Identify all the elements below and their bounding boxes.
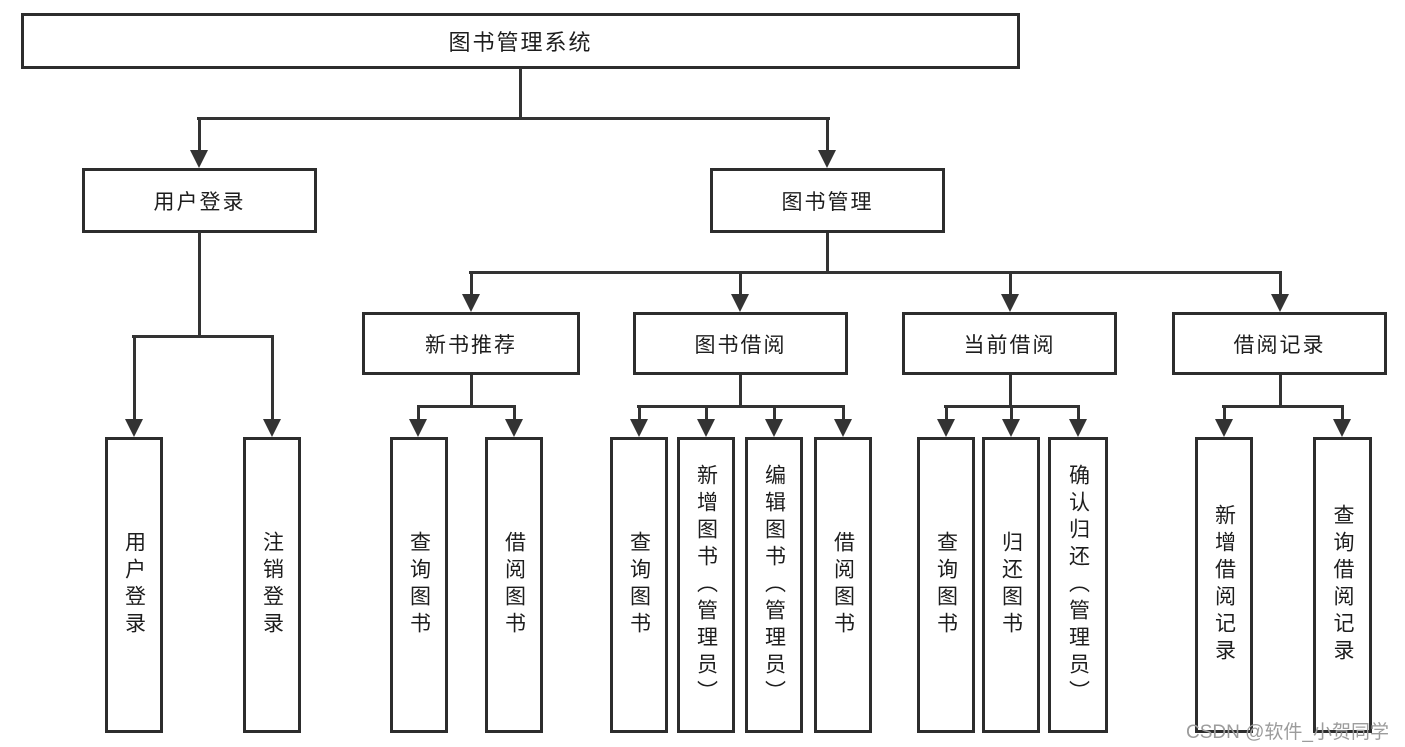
node-new-book-recommend: 新书推荐 (362, 312, 580, 375)
node-label: 查询图书 (627, 531, 651, 639)
node-search-books-current: 查询图书 (917, 437, 975, 733)
arrowhead-down-icon (1002, 419, 1020, 437)
connector-line (470, 271, 473, 297)
arrowhead-down-icon (834, 419, 852, 437)
arrowhead-down-icon (409, 419, 427, 437)
node-search-borrow-record: 查询借阅记录 (1313, 437, 1372, 733)
node-label: 新书推荐 (425, 333, 517, 357)
node-label: 图书管理系统 (448, 30, 593, 55)
node-confirm-return-admin: 确认归还（管理员） (1048, 437, 1108, 733)
node-label: 查询借阅记录 (1331, 504, 1354, 666)
node-return-books: 归还图书 (982, 437, 1040, 733)
node-label: 确认归还（管理员） (1066, 463, 1090, 707)
connector-line (1010, 405, 1013, 421)
arrowhead-down-icon (630, 419, 648, 437)
node-edit-books-admin: 编辑图书（管理员） (745, 437, 803, 733)
connector-line (1222, 405, 1344, 408)
node-add-books-admin: 新增图书（管理员） (677, 437, 735, 733)
arrowhead-down-icon (1333, 419, 1351, 437)
node-label: 图书借阅 (694, 333, 787, 357)
node-label: 借阅图书 (831, 531, 855, 639)
node-label: 新增借阅记录 (1212, 504, 1236, 666)
node-book-management: 图书管理 (710, 168, 945, 233)
arrowhead-down-icon (1215, 419, 1233, 437)
arrowhead-down-icon (765, 419, 783, 437)
node-current-borrowing: 当前借阅 (902, 312, 1117, 375)
node-label: 借阅记录 (1233, 333, 1326, 357)
node-label: 图书管理 (781, 190, 874, 214)
connector-line (1077, 405, 1080, 421)
connector-line (842, 405, 845, 421)
node-label: 当前借阅 (963, 333, 1056, 357)
csdn-watermark: CSDN @软件_小贺同学 (1186, 722, 1389, 743)
arrowhead-down-icon (263, 419, 281, 437)
connector-line (271, 335, 274, 421)
connector-line (1341, 405, 1344, 421)
node-library-management-system: 图书管理系统 (21, 13, 1020, 69)
arrowhead-down-icon (1069, 419, 1087, 437)
node-borrow-books-borrow: 借阅图书 (814, 437, 872, 733)
arrowhead-down-icon (1001, 294, 1019, 312)
connector-line (198, 117, 201, 153)
node-logout-action: 注销登录 (243, 437, 301, 733)
connector-line (945, 405, 948, 421)
connector-line (637, 405, 845, 408)
connector-line (739, 375, 742, 408)
node-add-borrow-record: 新增借阅记录 (1195, 437, 1253, 733)
arrowhead-down-icon (697, 419, 715, 437)
arrowhead-down-icon (731, 294, 749, 312)
node-label: 查询图书 (407, 531, 431, 639)
node-search-books-recommend: 查询图书 (390, 437, 448, 733)
arrowhead-down-icon (462, 294, 480, 312)
node-user-login: 用户登录 (82, 168, 317, 233)
connector-line (197, 117, 830, 120)
connector-line (417, 405, 420, 421)
node-label: 新增图书（管理员） (694, 463, 718, 707)
node-label: 用户登录 (122, 531, 146, 639)
connector-line (1009, 271, 1012, 297)
arrowhead-down-icon (818, 150, 836, 168)
connector-line (638, 405, 641, 421)
connector-line (417, 405, 516, 408)
connector-line (469, 271, 1282, 274)
arrowhead-down-icon (505, 419, 523, 437)
arrowhead-down-icon (125, 419, 143, 437)
node-borrow-books-recommend: 借阅图书 (485, 437, 543, 733)
node-search-books-borrow: 查询图书 (610, 437, 668, 733)
connector-line (773, 405, 776, 421)
node-label: 注销登录 (260, 531, 284, 639)
connector-line (1223, 405, 1226, 421)
node-label: 查询图书 (934, 531, 958, 639)
node-label: 借阅图书 (502, 531, 526, 639)
connector-line (826, 117, 829, 153)
node-label: 编辑图书（管理员） (762, 463, 786, 707)
node-label: 用户登录 (153, 190, 246, 214)
arrowhead-down-icon (1271, 294, 1289, 312)
arrowhead-down-icon (190, 150, 208, 168)
node-borrowing-records: 借阅记录 (1172, 312, 1387, 375)
connector-line (198, 232, 201, 338)
connector-line (1279, 375, 1282, 408)
connector-line (133, 335, 136, 421)
connector-line (826, 233, 829, 274)
arrowhead-down-icon (937, 419, 955, 437)
connector-line (1279, 271, 1282, 297)
connector-line (739, 271, 742, 297)
connector-line (132, 335, 274, 338)
node-user-login-action: 用户登录 (105, 437, 163, 733)
connector-line (1009, 375, 1012, 408)
connector-line (519, 68, 522, 119)
connector-line (513, 405, 516, 421)
node-label: 归还图书 (999, 531, 1023, 639)
connector-line (470, 375, 473, 408)
connector-line (705, 405, 708, 421)
node-book-borrowing: 图书借阅 (633, 312, 848, 375)
